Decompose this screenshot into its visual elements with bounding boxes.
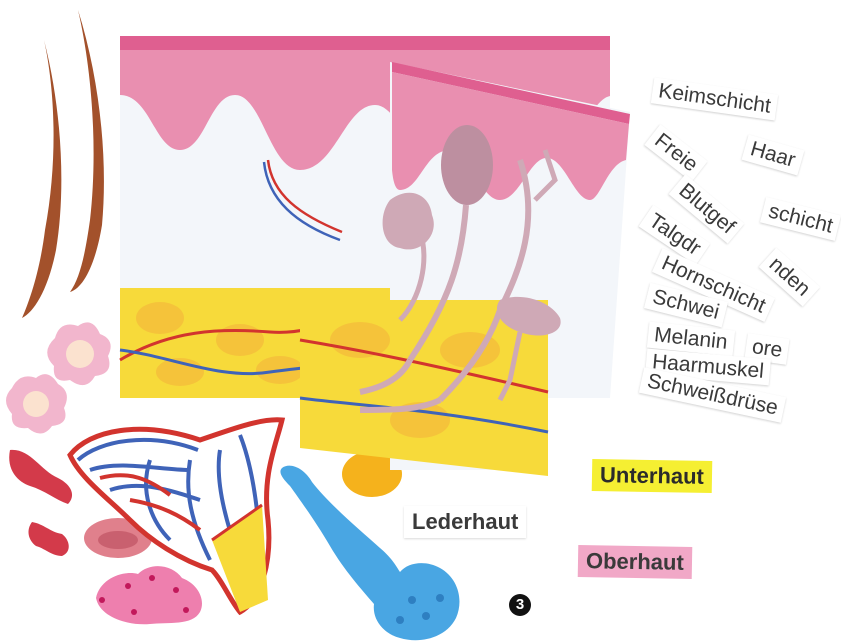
hair-muscle-piece-1	[9, 450, 72, 504]
hair-piece-left	[22, 40, 61, 318]
label-oberhaut[interactable]: Oberhaut	[578, 545, 692, 579]
hair-piece-right	[70, 10, 104, 292]
step-number-badge: 3	[509, 594, 531, 616]
hair-muscle-piece-2	[29, 522, 69, 556]
fat-cell-piece-1	[47, 322, 110, 385]
melanin-piece	[96, 566, 202, 624]
fat-cell-piece-2	[6, 374, 67, 433]
label-lederhaut[interactable]: Lederhaut	[404, 506, 526, 538]
label-unterhaut[interactable]: Unterhaut	[592, 459, 712, 493]
